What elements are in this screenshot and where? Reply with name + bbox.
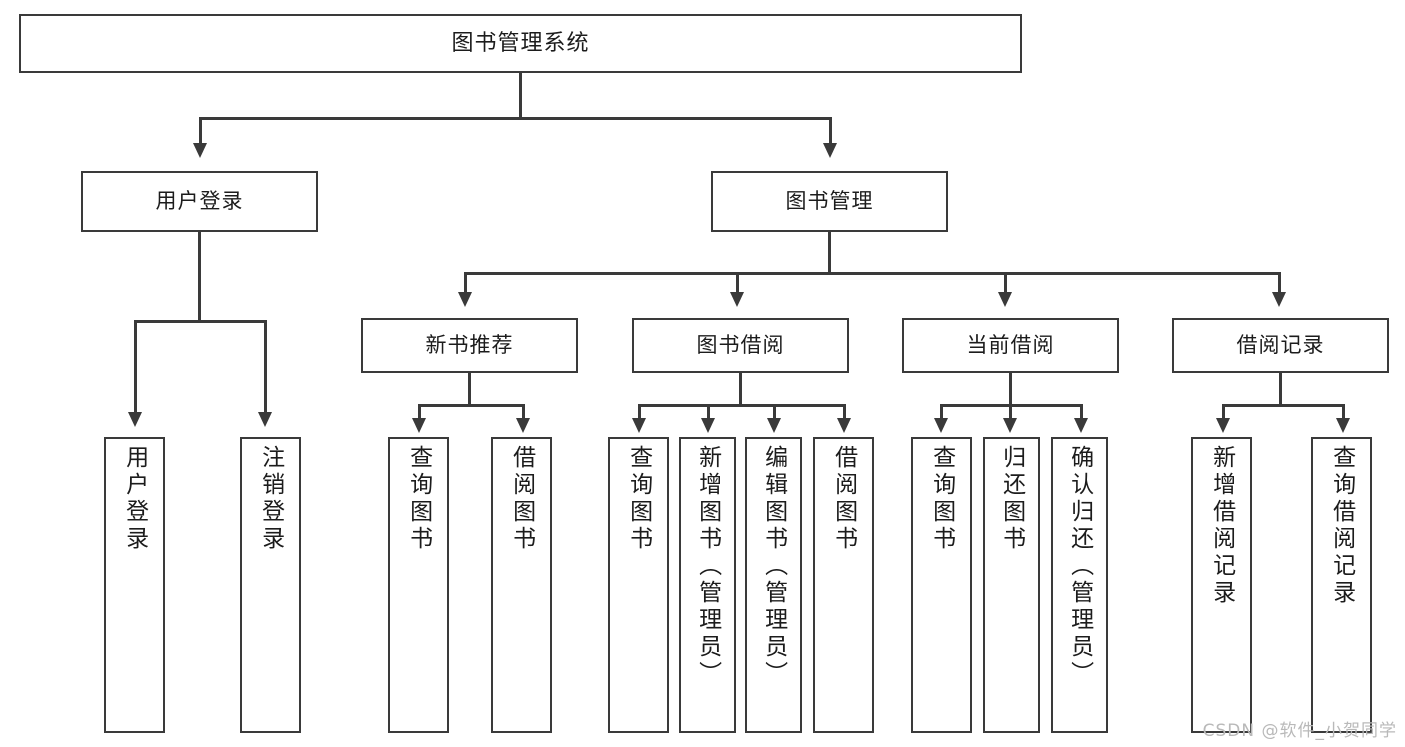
node-label: 借阅图书 xyxy=(508,445,535,553)
connector-level3-drop-3 xyxy=(1004,272,1007,294)
node-book-borrow[interactable]: 图书借阅 xyxy=(632,318,849,373)
connector-book-management-trunk xyxy=(828,232,831,274)
leaf-book-borrow-query-book[interactable]: 查询图书 xyxy=(608,437,669,733)
connector-borrow-record-bus xyxy=(1222,404,1342,407)
node-label: 图书管理系统 xyxy=(451,30,590,56)
arrowhead-user-login-1 xyxy=(128,412,142,427)
leaf-user-login-login[interactable]: 用户登录 xyxy=(104,437,165,733)
node-label: 图书管理 xyxy=(785,189,874,214)
arrowhead-current-borrow-2 xyxy=(1003,418,1017,433)
connector-book-borrow-drop-4 xyxy=(843,404,846,420)
connector-new-book-bus xyxy=(418,404,522,407)
leaf-current-borrow-confirm-return-admin[interactable]: 确认归还（管理员） xyxy=(1051,437,1108,733)
leaf-current-borrow-return-book[interactable]: 归还图书 xyxy=(983,437,1040,733)
leaf-new-book-query-book[interactable]: 查询图书 xyxy=(388,437,449,733)
connector-new-book-drop-2 xyxy=(522,404,525,420)
connector-new-book-trunk xyxy=(468,373,471,406)
connector-level2-bus xyxy=(199,117,831,120)
arrowhead-borrow-record-2 xyxy=(1336,418,1350,433)
node-label: 新增图书（管理员） xyxy=(694,445,721,688)
leaf-book-borrow-add-book-admin[interactable]: 新增图书（管理员） xyxy=(679,437,736,733)
leaf-borrow-record-query-record[interactable]: 查询借阅记录 xyxy=(1311,437,1372,733)
connector-book-borrow-drop-2 xyxy=(707,404,710,420)
connector-root-trunk xyxy=(519,73,522,118)
connector-level3-drop-2 xyxy=(736,272,739,294)
arrowhead-book-borrow-4 xyxy=(837,418,851,433)
arrowhead-level2-2 xyxy=(823,143,837,158)
connector-current-borrow-trunk xyxy=(1009,373,1012,406)
connector-level3-drop-4 xyxy=(1278,272,1281,294)
arrowhead-current-borrow-1 xyxy=(934,418,948,433)
arrowhead-level3-3 xyxy=(998,292,1012,307)
connector-book-borrow-trunk xyxy=(739,373,742,406)
connector-user-login-drop-1 xyxy=(134,320,137,415)
connector-current-borrow-drop-2 xyxy=(1009,404,1012,420)
node-root-book-management-system[interactable]: 图书管理系统 xyxy=(19,14,1022,73)
node-borrow-record[interactable]: 借阅记录 xyxy=(1172,318,1389,373)
connector-user-login-bus xyxy=(134,320,264,323)
leaf-book-borrow-edit-book-admin[interactable]: 编辑图书（管理员） xyxy=(745,437,802,733)
connector-new-book-drop-1 xyxy=(418,404,421,420)
arrowhead-new-book-2 xyxy=(516,418,530,433)
node-label: 当前借阅 xyxy=(966,333,1055,358)
connector-book-borrow-drop-1 xyxy=(638,404,641,420)
node-label: 确认归还（管理员） xyxy=(1066,445,1093,688)
connector-borrow-record-drop-2 xyxy=(1342,404,1345,420)
arrowhead-level3-2 xyxy=(730,292,744,307)
arrowhead-user-login-2 xyxy=(258,412,272,427)
node-current-borrow[interactable]: 当前借阅 xyxy=(902,318,1119,373)
connector-level3-drop-1 xyxy=(464,272,467,294)
node-label: 新增借阅记录 xyxy=(1208,445,1235,607)
arrowhead-book-borrow-2 xyxy=(701,418,715,433)
leaf-new-book-borrow-book[interactable]: 借阅图书 xyxy=(491,437,552,733)
node-label: 查询图书 xyxy=(928,445,955,553)
arrowhead-book-borrow-3 xyxy=(767,418,781,433)
arrowhead-level2-1 xyxy=(193,143,207,158)
arrowhead-book-borrow-1 xyxy=(632,418,646,433)
node-label: 归还图书 xyxy=(998,445,1025,553)
leaf-current-borrow-query-book[interactable]: 查询图书 xyxy=(911,437,972,733)
arrowhead-level3-4 xyxy=(1272,292,1286,307)
connector-current-borrow-drop-1 xyxy=(940,404,943,420)
node-label: 借阅记录 xyxy=(1236,333,1325,358)
node-label: 注销登录 xyxy=(257,445,284,553)
connector-user-login-drop-2 xyxy=(264,320,267,415)
arrowhead-borrow-record-1 xyxy=(1216,418,1230,433)
node-label: 查询图书 xyxy=(625,445,652,553)
node-label: 编辑图书（管理员） xyxy=(760,445,787,688)
node-label: 查询图书 xyxy=(405,445,432,553)
connector-book-borrow-bus xyxy=(638,404,843,407)
node-label: 查询借阅记录 xyxy=(1328,445,1355,607)
node-label: 图书借阅 xyxy=(696,333,785,358)
connector-book-borrow-drop-3 xyxy=(773,404,776,420)
node-label: 用户登录 xyxy=(121,445,148,553)
node-label: 用户登录 xyxy=(155,189,244,214)
leaf-user-login-logout[interactable]: 注销登录 xyxy=(240,437,301,733)
connector-level2-drop-1 xyxy=(199,117,202,145)
arrowhead-new-book-1 xyxy=(412,418,426,433)
node-book-management[interactable]: 图书管理 xyxy=(711,171,948,232)
node-label: 新书推荐 xyxy=(425,333,514,358)
node-label: 借阅图书 xyxy=(830,445,857,553)
node-new-book-recommendation[interactable]: 新书推荐 xyxy=(361,318,578,373)
leaf-book-borrow-borrow-book[interactable]: 借阅图书 xyxy=(813,437,874,733)
node-user-login[interactable]: 用户登录 xyxy=(81,171,318,232)
connector-level2-drop-2 xyxy=(829,117,832,145)
leaf-borrow-record-add-record[interactable]: 新增借阅记录 xyxy=(1191,437,1252,733)
arrowhead-current-borrow-3 xyxy=(1074,418,1088,433)
connector-borrow-record-drop-1 xyxy=(1222,404,1225,420)
connector-borrow-record-trunk xyxy=(1279,373,1282,406)
connector-level3-bus xyxy=(464,272,1280,275)
connector-user-login-trunk xyxy=(198,232,201,322)
arrowhead-level3-1 xyxy=(458,292,472,307)
connector-current-borrow-drop-3 xyxy=(1080,404,1083,420)
